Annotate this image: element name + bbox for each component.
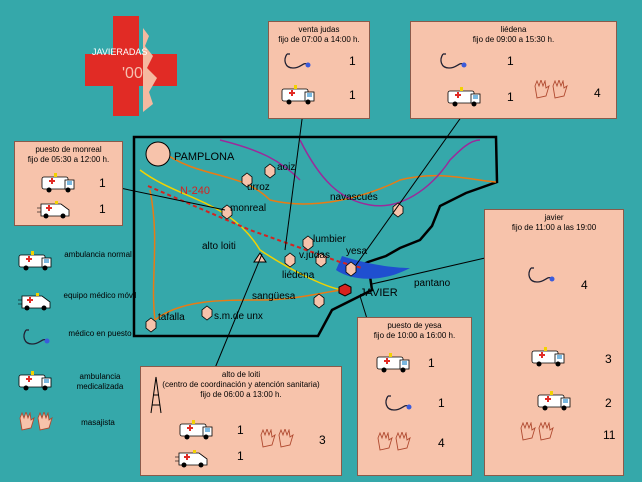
box-title: alto de loiti bbox=[221, 370, 261, 379]
box-title: puesto de monreal bbox=[35, 145, 102, 154]
mobile-unit-icon bbox=[175, 449, 208, 468]
legend-medicalizada: ambulancia medicalizada bbox=[76, 372, 124, 391]
place-liedena: liédena bbox=[282, 270, 315, 281]
antenna-icon bbox=[150, 376, 162, 414]
legend-mobile-unit-icon bbox=[18, 292, 51, 311]
box-monreal: puesto de monreal fijo de 05:30 a 12:00 … bbox=[14, 141, 123, 226]
place-smunx: s.m.de unx bbox=[214, 311, 263, 322]
place-lumbier: lumbier bbox=[313, 234, 346, 245]
legend-stethoscope-icon bbox=[23, 329, 51, 345]
road-n240: N-240 bbox=[180, 185, 210, 197]
place-tafalla: tafalla bbox=[158, 312, 185, 323]
logo-year: '00 bbox=[122, 65, 143, 82]
count-movil: 1 bbox=[99, 202, 106, 216]
stethoscope-icon bbox=[284, 53, 312, 69]
hands-icon bbox=[520, 422, 554, 441]
stethoscope-icon bbox=[528, 267, 556, 283]
place-alto-loiti: alto loiti bbox=[202, 241, 236, 252]
box-title: javier bbox=[544, 213, 564, 222]
ambulance-icon bbox=[179, 419, 213, 440]
legend-medicalized-ambulance-icon bbox=[18, 370, 52, 391]
legend-hands-icon bbox=[19, 412, 53, 431]
place-pantano: pantano bbox=[414, 278, 451, 289]
ambulance-icon bbox=[376, 352, 410, 373]
count-medico: 1 bbox=[438, 396, 445, 410]
count-masajista: 11 bbox=[603, 428, 616, 442]
count-masajista: 3 bbox=[319, 433, 326, 447]
place-vjudas: v.judas bbox=[299, 250, 330, 261]
place-pamplona: PAMPLONA bbox=[174, 151, 235, 163]
ambulance-icon bbox=[447, 86, 481, 107]
box-subtitle: (centro de coordinación y atención sanit… bbox=[162, 380, 320, 389]
box-title: puesto de yesa bbox=[387, 321, 442, 330]
count-masajista: 4 bbox=[594, 86, 601, 100]
ambulance-icon bbox=[41, 172, 75, 193]
box-hours: fijo de 11:00 a las 19:00 bbox=[511, 223, 597, 232]
legend-masajista: masajista bbox=[81, 418, 115, 427]
box-hours: fijo de 07:00 a 14:00 h. bbox=[278, 35, 360, 44]
count-ambulancia: 1 bbox=[507, 90, 514, 104]
box-title: liédena bbox=[500, 25, 527, 34]
mobile-unit-icon bbox=[37, 200, 70, 219]
place-urroz: urroz bbox=[247, 182, 270, 193]
count-ambulancia: 2 bbox=[605, 396, 612, 410]
box-liedena: liédena fijo de 09:00 a 15:30 h. 1 1 4 bbox=[410, 21, 617, 119]
count-ambulancia: 1 bbox=[349, 88, 356, 102]
hands-icon bbox=[260, 429, 294, 448]
medicalized-ambulance-icon bbox=[531, 346, 565, 367]
box-venta-judas: venta judas fijo de 07:00 a 14:00 h. 1 1 bbox=[268, 21, 370, 119]
legend-movil: equipo médico móvil bbox=[63, 291, 137, 300]
hands-icon bbox=[534, 80, 568, 99]
hands-icon bbox=[377, 432, 411, 451]
box-hours: fijo de 09:00 a 15:30 h. bbox=[472, 35, 555, 44]
place-aoiz: aoiz bbox=[277, 162, 296, 173]
count-masajista: 4 bbox=[438, 436, 445, 450]
place-sanguesa: sangüesa bbox=[252, 291, 296, 302]
javieradas-logo bbox=[85, 16, 177, 116]
count-ambulancia: 1 bbox=[237, 423, 244, 437]
logo-title: JAVIERADAS bbox=[92, 47, 148, 57]
legend-medico: médico en puesto bbox=[68, 329, 132, 338]
stethoscope-icon bbox=[385, 395, 413, 411]
box-hours: fijo de 10:00 a 16:00 h. bbox=[373, 331, 456, 340]
count-ambulancia: 1 bbox=[99, 176, 106, 190]
count-ambulancia: 1 bbox=[428, 356, 435, 370]
count-medico: 4 bbox=[581, 278, 588, 292]
place-navascues: navascués bbox=[330, 192, 378, 203]
box-alto-loiti: alto de loiti (centro de coordinación y … bbox=[140, 366, 342, 476]
legend-ambulancia: ambulancia normal bbox=[64, 250, 132, 259]
count-medicalizada: 3 bbox=[605, 352, 612, 366]
ambulance-icon bbox=[537, 390, 571, 411]
count-medico: 1 bbox=[349, 54, 356, 68]
place-monreal: monreal bbox=[230, 203, 267, 214]
box-javier: javier fijo de 11:00 a las 19:00 4 3 2 1… bbox=[484, 209, 624, 476]
stethoscope-icon bbox=[440, 53, 468, 69]
place-yesa: yesa bbox=[346, 246, 368, 257]
box-yesa: puesto de yesa fijo de 10:00 a 16:00 h. … bbox=[357, 317, 472, 476]
ambulance-icon bbox=[281, 84, 315, 105]
box-hours: fijo de 06:00 a 13:00 h. bbox=[200, 390, 282, 399]
legend-ambulance-icon bbox=[18, 250, 52, 271]
count-medico: 1 bbox=[507, 54, 514, 68]
count-movil: 1 bbox=[237, 449, 244, 463]
box-title: venta judas bbox=[298, 25, 340, 34]
box-hours: fijo de 05:30 a 12:00 h. bbox=[27, 155, 110, 164]
place-javier: JAVIER bbox=[360, 287, 398, 299]
